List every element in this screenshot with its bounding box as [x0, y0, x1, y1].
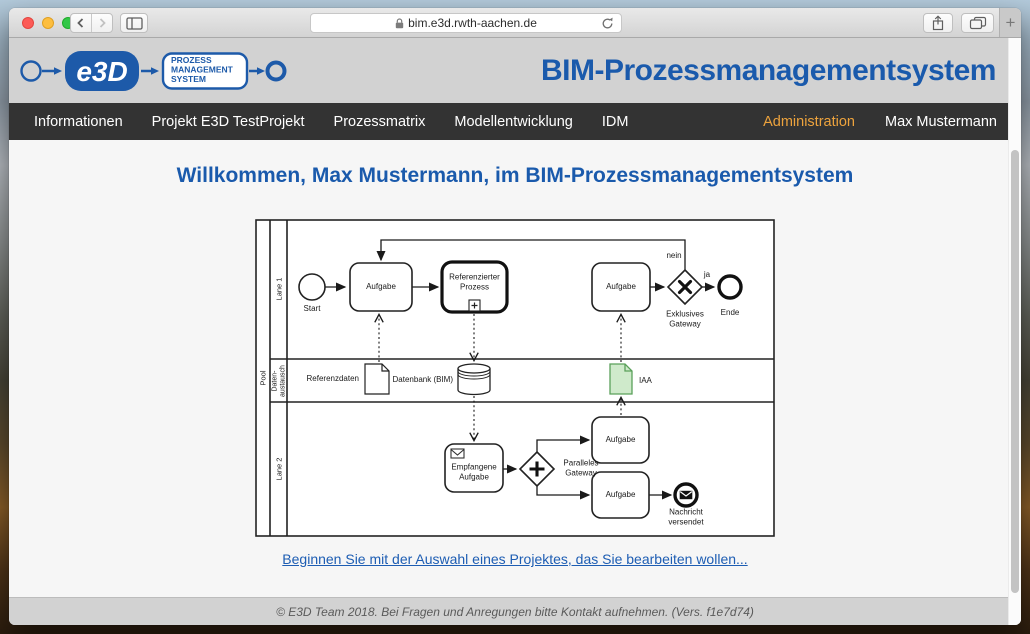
receive-task-label: Empfangene Aufgabe	[451, 462, 497, 481]
nav-item-administration[interactable]: Administration	[763, 113, 855, 130]
sidebar-icon	[125, 16, 143, 30]
referenzdaten-label: Referenzdaten	[306, 374, 359, 384]
plus-icon: +	[1005, 13, 1016, 32]
page-title: BIM-Prozessmanagementsystem	[540, 53, 997, 87]
site-header: e3D PROZESS MANAGEMENT SYSTEM BIM-Prozes…	[9, 38, 1021, 103]
forward-button[interactable]	[91, 14, 112, 32]
end-event	[717, 274, 743, 300]
task4-label: Aufgabe	[605, 490, 636, 500]
message-end-label: Nachricht versendet	[668, 507, 704, 526]
share-icon	[932, 15, 944, 31]
scrollbar-track[interactable]	[1008, 38, 1021, 625]
site-footer: © E3D Team 2018. Bei Fragen und Anregung…	[9, 597, 1021, 625]
iaa-label: IAA	[639, 375, 652, 385]
sidebar-toggle-button[interactable]	[120, 13, 148, 33]
task-lane1-2	[591, 262, 651, 312]
pool-label: Pool	[258, 370, 268, 386]
lock-icon	[395, 17, 404, 28]
collapsed-subprocess	[440, 260, 509, 314]
nav-item-projekt[interactable]: Projekt E3D TestProjekt	[151, 113, 305, 130]
footer-text: © E3D Team 2018. Bei Fragen und Anregung…	[276, 604, 754, 619]
envelope-icon	[450, 448, 465, 459]
start-event	[298, 273, 326, 301]
nav-item-informationen[interactable]: Informationen	[34, 113, 123, 130]
project-selection-link[interactable]: Beginnen Sie mit der Auswahl eines Proje…	[282, 551, 748, 567]
task3-label: Aufgabe	[605, 435, 636, 445]
browser-toolbar: bim.e3d.rwth-aachen.de +	[9, 8, 1021, 38]
history-nav-group	[70, 13, 113, 33]
task2-label: Aufgabe	[606, 282, 636, 292]
data-object-iaa	[609, 363, 633, 395]
url-text: bim.e3d.rwth-aachen.de	[408, 16, 537, 30]
address-bar[interactable]: bim.e3d.rwth-aachen.de	[310, 13, 622, 33]
share-button[interactable]	[923, 13, 953, 33]
sequence-flows	[325, 239, 716, 500]
back-button[interactable]	[71, 14, 91, 32]
scrollbar-thumb[interactable]	[1011, 150, 1019, 593]
nav-item-prozessmatrix[interactable]: Prozessmatrix	[333, 113, 426, 130]
lane2-label: Lane 2	[274, 457, 283, 481]
datenbank-label: Datenbank (BIM)	[392, 374, 453, 384]
task-lane1-1	[349, 262, 413, 312]
task-lane2-lower	[591, 471, 650, 519]
no-branch-label: nein	[666, 251, 682, 261]
data-object-referenzdaten	[364, 363, 390, 395]
logo-line-1: PROZESS	[171, 55, 212, 65]
nav-item-user[interactable]: Max Mustermann	[884, 113, 997, 130]
minimize-window-button[interactable]	[42, 17, 54, 29]
page-body: Willkommen, Max Mustermann, im BIM-Proze…	[9, 140, 1021, 597]
lane-datenaustausch-label: Daten-austausch	[270, 364, 286, 397]
chevron-right-icon	[100, 18, 107, 28]
filled-envelope-icon	[679, 490, 693, 500]
end-label: Ende	[720, 308, 740, 318]
reload-button[interactable]	[600, 16, 615, 34]
e3d-logo: e3D PROZESS MANAGEMENT SYSTEM	[20, 50, 287, 91]
bpmn-diagram: Pool Lane 1 Daten-austausch Lane 2 Start…	[255, 219, 775, 537]
logo-e3d-text: e3D	[76, 56, 127, 87]
chevron-left-icon	[77, 18, 84, 28]
logo-line-3: SYSTEM	[171, 74, 206, 84]
main-navigation: Informationen Projekt E3D TestProjekt Pr…	[9, 103, 1021, 140]
close-window-button[interactable]	[22, 17, 34, 29]
yes-branch-label: ja	[703, 270, 711, 280]
start-label: Start	[303, 304, 321, 314]
data-associations	[379, 314, 621, 440]
reload-icon	[602, 17, 613, 29]
new-tab-button[interactable]: +	[999, 8, 1021, 37]
tabs-icon	[969, 16, 986, 30]
bpmn-canvas	[255, 219, 775, 537]
welcome-heading: Willkommen, Max Mustermann, im BIM-Proze…	[176, 164, 854, 187]
exclusive-gateway-label: Exklusives Gateway	[666, 309, 704, 328]
task-lane2-upper	[591, 416, 650, 464]
lane1-label: Lane 1	[274, 277, 283, 301]
nav-item-modellentwicklung[interactable]: Modellentwicklung	[454, 113, 573, 130]
logo-line-2: MANAGEMENT	[171, 64, 234, 74]
subprocess-label: Referenzierter Prozess	[449, 272, 500, 291]
task1-label: Aufgabe	[366, 282, 396, 292]
tab-overview-button[interactable]	[961, 13, 994, 33]
bpmn-nodes	[298, 260, 743, 519]
nav-item-idm[interactable]: IDM	[601, 113, 629, 130]
parallel-gateway-label: Paralleles Gateway	[563, 458, 599, 477]
safari-window: bim.e3d.rwth-aachen.de +	[9, 8, 1021, 625]
